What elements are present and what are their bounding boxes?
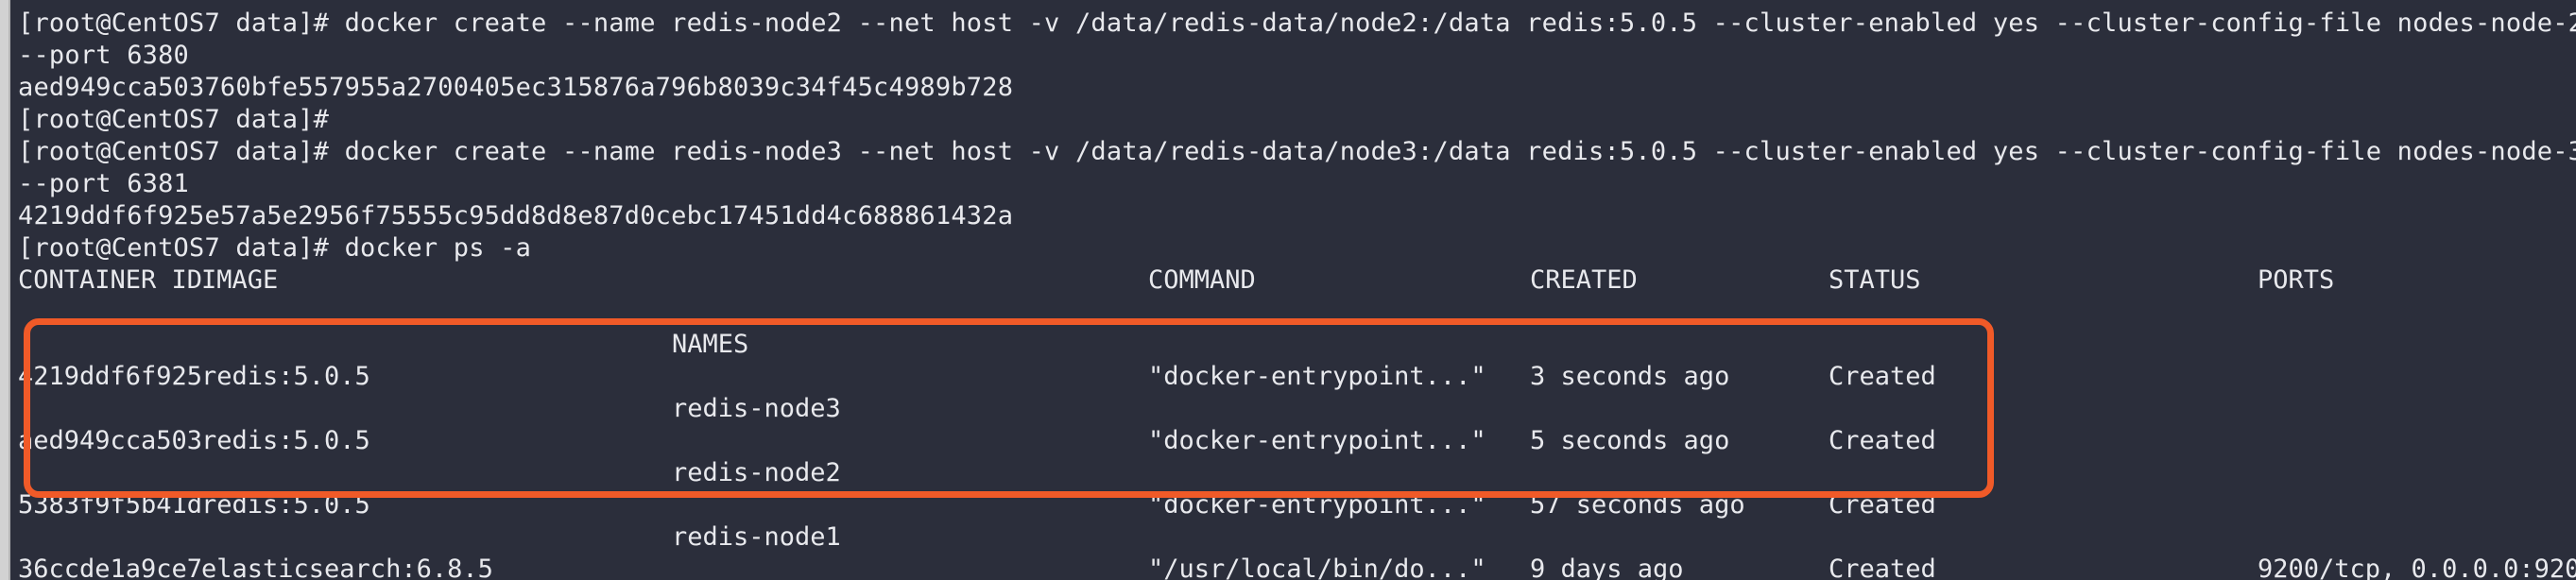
header-image: IMAGE: [201, 265, 279, 295]
window-left-gutter: [0, 0, 10, 580]
terminal-output-area[interactable]: [root@CentOS7 data]# docker create --nam…: [10, 0, 2576, 580]
cell-command: "/usr/local/bin/do...": [1148, 554, 1486, 580]
terminal-line: [root@CentOS7 data]# docker create --nam…: [18, 137, 2576, 166]
cell-container-id: aed949cca503: [18, 426, 203, 455]
cell-command: "docker-entrypoint...": [1148, 490, 1486, 520]
terminal-line: 4219ddf6f925e57a5e2956f75555c95dd8d8e87d…: [18, 201, 1014, 230]
cell-created: 5 seconds ago: [1530, 426, 1730, 455]
cell-image: redis:5.0.5: [201, 426, 370, 455]
terminal-line: [root@CentOS7 data]#: [18, 105, 330, 134]
cell-created: 3 seconds ago: [1530, 362, 1730, 391]
header-ports: PORTS: [2258, 265, 2335, 295]
terminal-line: --port 6381: [18, 169, 190, 198]
cell-command: "docker-entrypoint...": [1148, 362, 1486, 391]
terminal-line: aed949cca503760bfe557955a2700405ec315876…: [18, 73, 1014, 102]
cell-names: redis-node3: [672, 394, 841, 423]
header-created: CREATED: [1530, 265, 1638, 295]
header-container-id: CONTAINER ID: [18, 265, 203, 295]
header-status: STATUS: [1829, 265, 1921, 295]
highlight-box-redis-nodes: [24, 318, 1994, 498]
cell-ports: 9200/tcp, 0.0.0.0:9202->: [2258, 554, 2576, 580]
cell-image: redis:5.0.5: [201, 362, 370, 391]
cell-status: Created: [1829, 490, 1936, 520]
cell-container-id: 4219ddf6f925: [18, 362, 203, 391]
cell-image: redis:5.0.5: [201, 490, 370, 520]
cell-command: "docker-entrypoint...": [1148, 426, 1486, 455]
header-names: NAMES: [672, 330, 749, 359]
cell-status: Created: [1829, 362, 1936, 391]
terminal-line: --port 6380: [18, 41, 190, 70]
cell-created: 9 days ago: [1530, 554, 1684, 580]
cell-image: elasticsearch:6.8.5: [201, 554, 493, 580]
cell-names: redis-node1: [672, 522, 841, 552]
terminal-line: [root@CentOS7 data]# docker ps -a: [18, 233, 532, 263]
cell-container-id: 36ccde1a9ce7: [18, 554, 203, 580]
cell-container-id: 5383f9f5b41d: [18, 490, 203, 520]
cell-created: 57 seconds ago: [1530, 490, 1745, 520]
terminal-line: [root@CentOS7 data]# docker create --nam…: [18, 9, 2576, 38]
cell-status: Created: [1829, 426, 1936, 455]
header-command: COMMAND: [1148, 265, 1256, 295]
cell-names: redis-node2: [672, 458, 841, 487]
cell-status: Created: [1829, 554, 1936, 580]
